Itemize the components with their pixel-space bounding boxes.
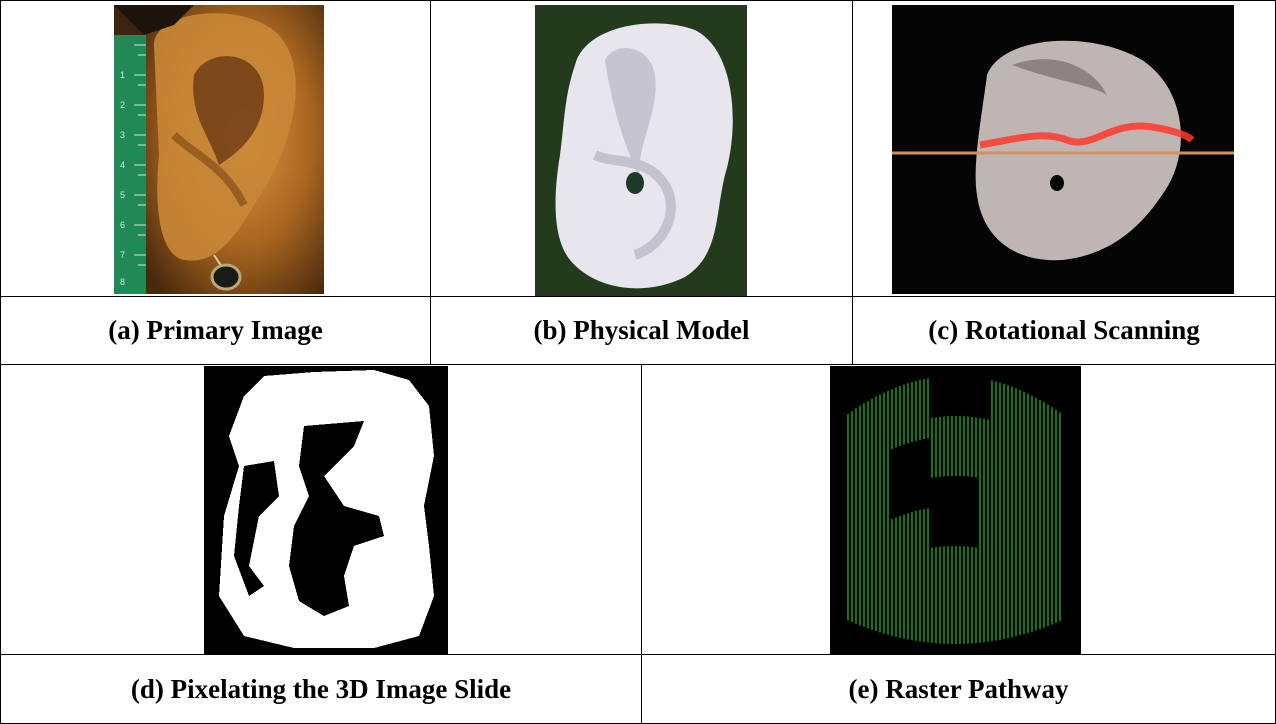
ruler-tick: 5: [120, 190, 125, 200]
ruler-tick: 2: [120, 100, 125, 110]
physical-model-image: [535, 5, 747, 296]
ruler-tick: 7: [120, 250, 125, 260]
ruler-tick: 8: [120, 277, 125, 287]
rotational-scanning-image: [892, 5, 1234, 294]
table-border-top: [0, 0, 1276, 1]
caption-rotational-scanning: (c) Rotational Scanning: [853, 297, 1275, 364]
ruler-tick: 1: [120, 70, 125, 80]
row-divider-2: [0, 364, 1276, 365]
ruler-tick: 3: [120, 130, 125, 140]
caption-pixelating: (d) Pixelating the 3D Image Slide: [1, 655, 641, 723]
primary-ear-image: 1 2 3 4 5 6 7 8: [114, 5, 324, 294]
caption-raster-pathway: (e) Raster Pathway: [642, 655, 1275, 723]
ruler-tick: 6: [120, 220, 125, 230]
pixelated-slice-image: [204, 366, 448, 654]
caption-physical-model: (b) Physical Model: [431, 297, 852, 364]
ruler-tick: 4: [120, 160, 125, 170]
raster-pathway-image: [830, 366, 1081, 654]
caption-primary-image: (a) Primary Image: [1, 297, 430, 364]
